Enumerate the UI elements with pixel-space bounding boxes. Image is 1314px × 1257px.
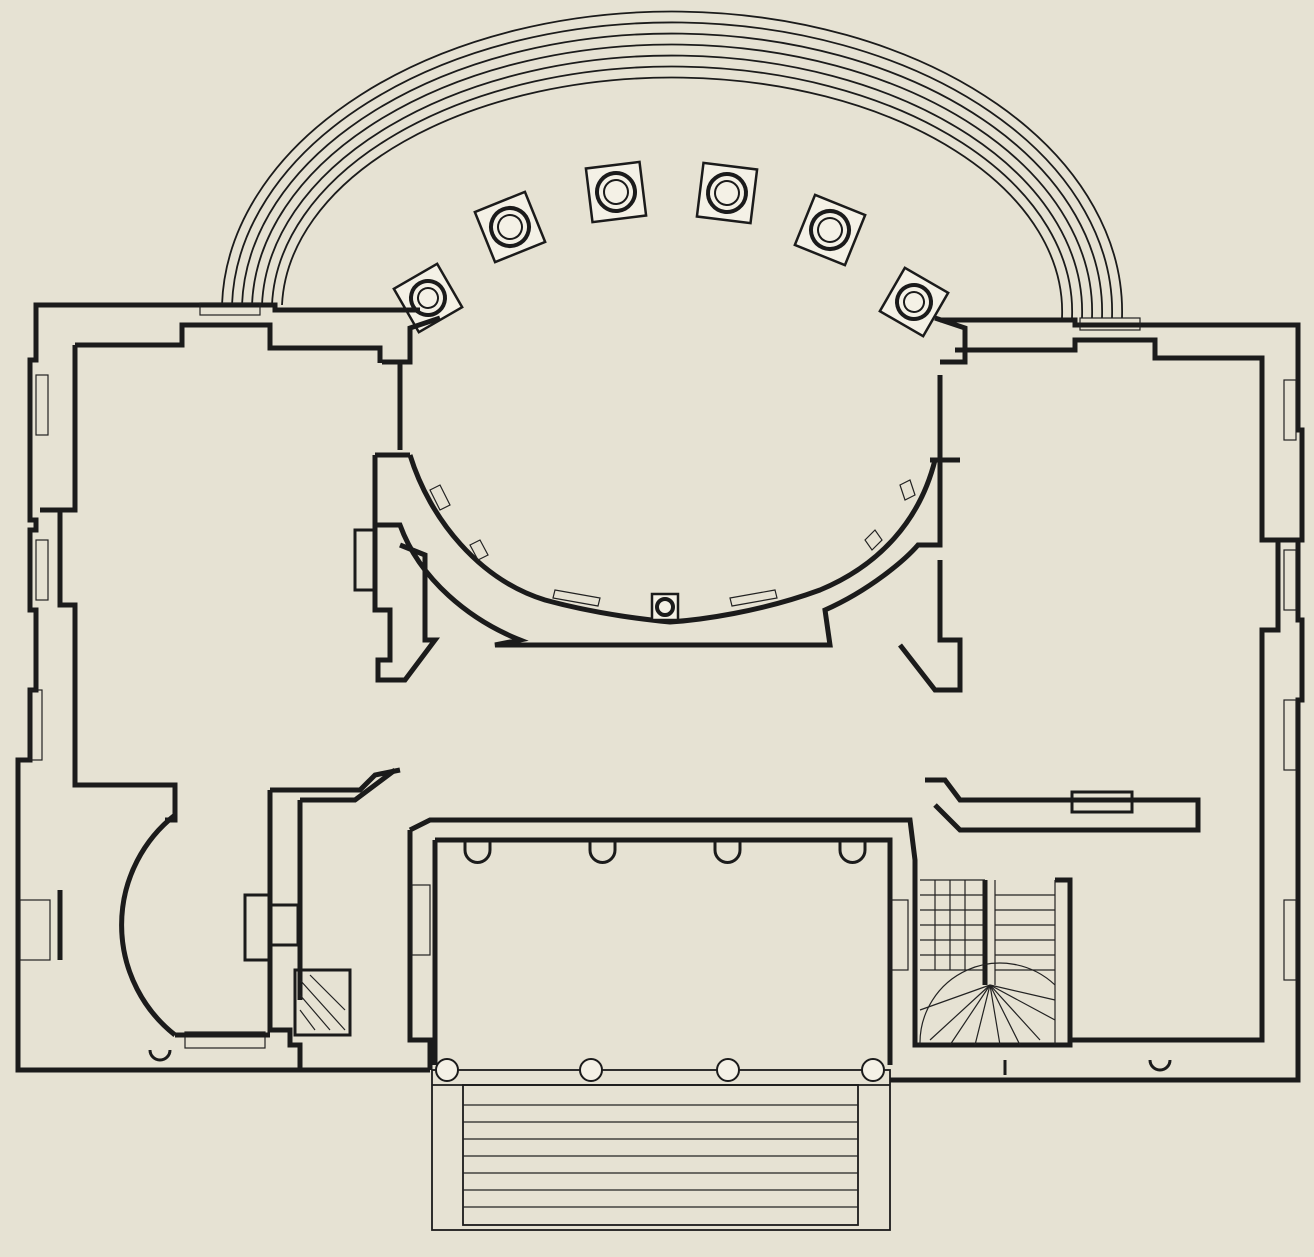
entrance-hall: [407, 817, 918, 1070]
window: [35, 374, 49, 436]
portico-column: [584, 160, 648, 224]
front-column: [716, 1058, 740, 1082]
oval-room: [372, 315, 968, 648]
apse-room: [57, 790, 270, 1038]
portico-column: [878, 266, 950, 338]
window: [1079, 317, 1141, 331]
stair-hall: [912, 877, 1073, 1048]
front-column: [861, 1058, 885, 1082]
window: [1283, 549, 1297, 611]
hall-pilaster: [463, 840, 492, 864]
stair-winders: [919, 962, 1056, 1046]
oval-room-column: [650, 592, 680, 622]
window: [1283, 379, 1297, 441]
inner-partitions: [165, 525, 1201, 1070]
front-column: [579, 1058, 603, 1082]
exterior-walls: [15, 302, 1305, 1083]
service-stair: [299, 974, 346, 1031]
front-steps: [431, 1058, 891, 1231]
portico-column: [793, 193, 867, 267]
stair-treads: [920, 879, 1056, 1045]
window: [35, 539, 49, 601]
hall-pilaster: [838, 840, 867, 864]
hall-pilaster: [588, 840, 617, 864]
portico-column: [473, 190, 547, 264]
window: [1283, 699, 1297, 771]
hall-pilaster: [713, 840, 742, 864]
window: [19, 899, 51, 961]
window: [29, 689, 43, 761]
portico-columns: [392, 160, 950, 338]
windows: [19, 302, 1297, 1049]
window: [184, 1031, 266, 1049]
portico-column: [695, 161, 759, 225]
lower-right-details: [148, 1049, 1172, 1075]
front-column: [435, 1058, 459, 1082]
window: [1283, 899, 1297, 981]
portico-steps: [221, 10, 1123, 319]
window: [199, 302, 261, 316]
